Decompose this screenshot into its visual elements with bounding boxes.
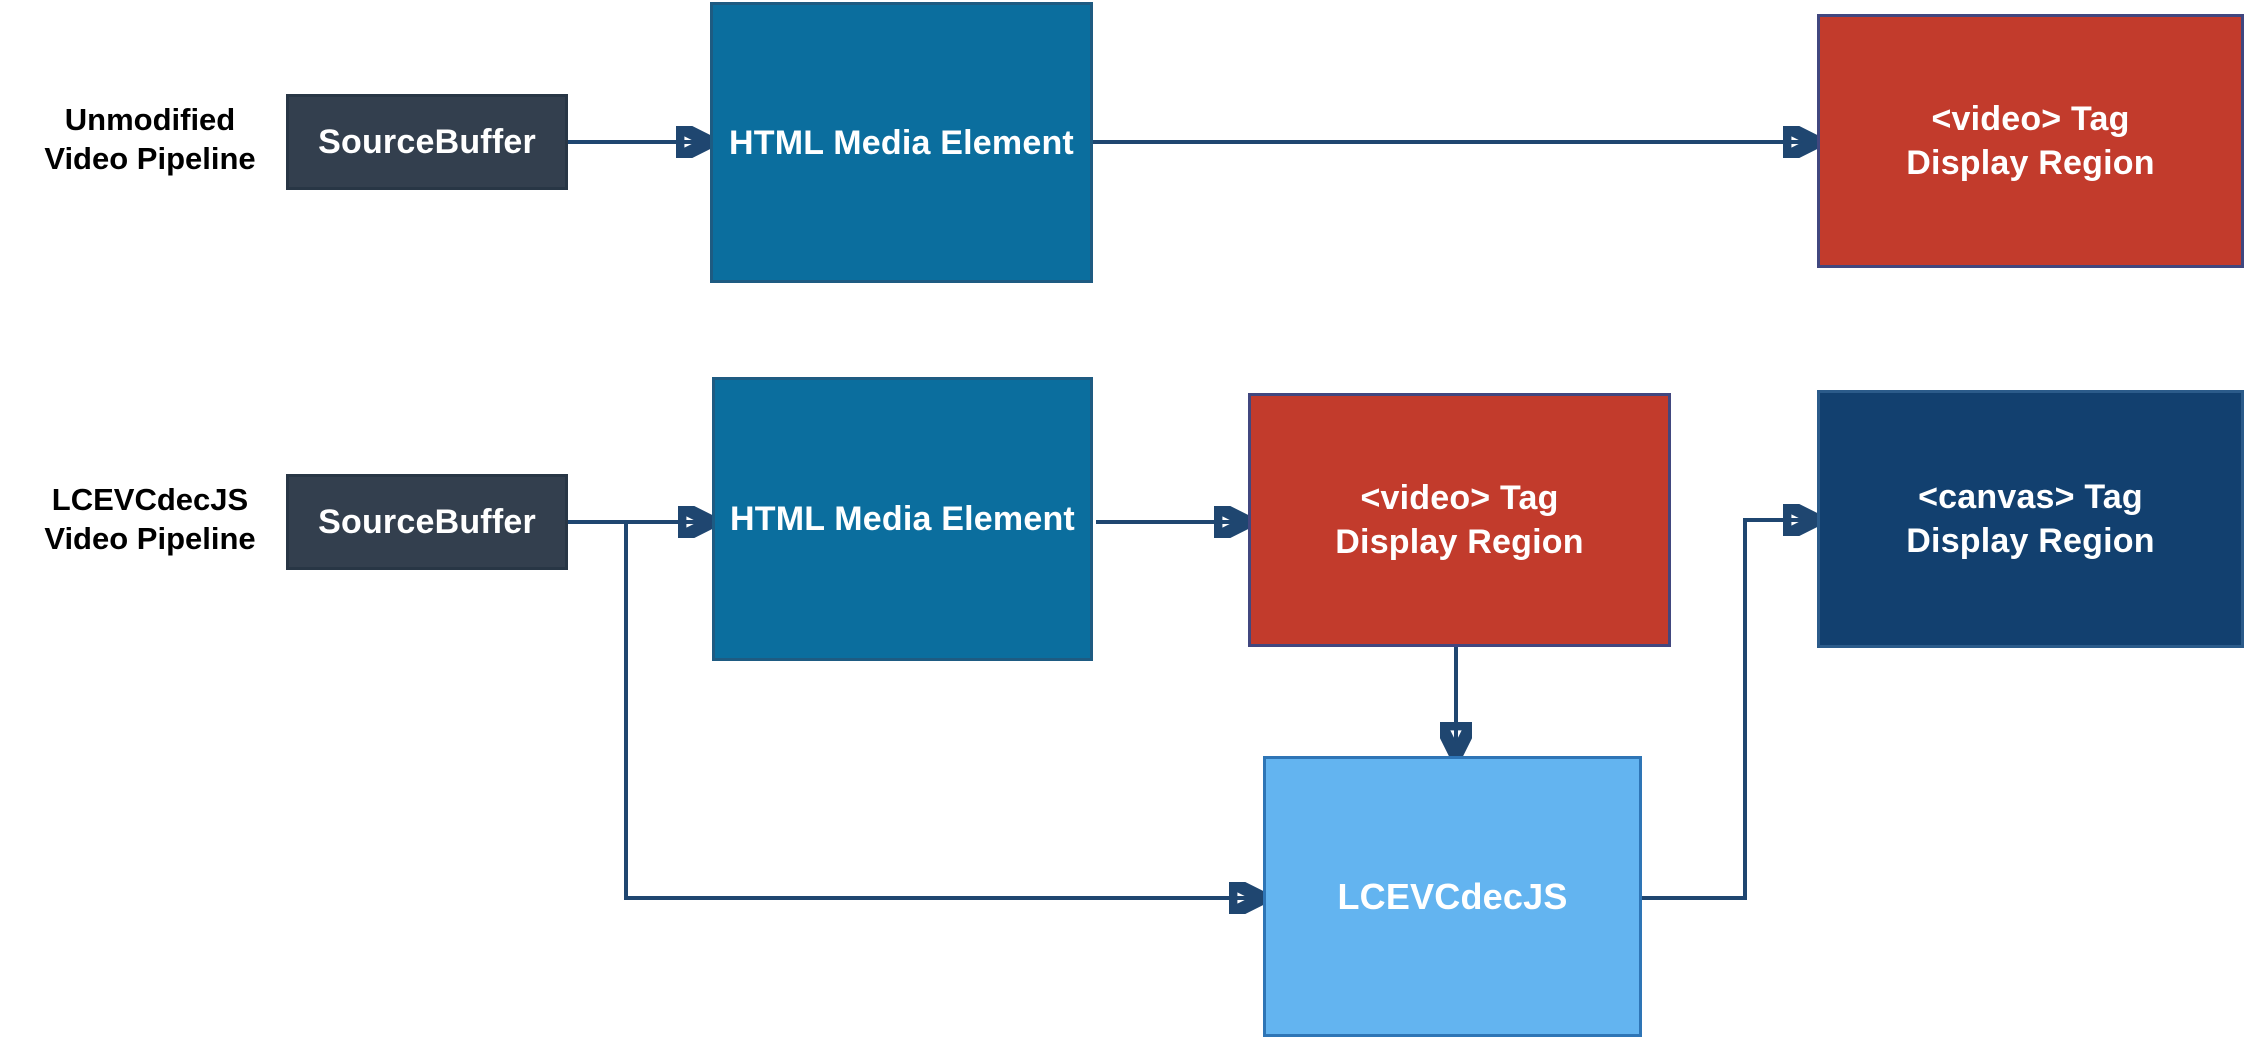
node-label-line1: <canvas> Tag bbox=[1918, 478, 2143, 516]
node-label: LCEVCdecJS bbox=[1337, 875, 1568, 917]
row-label-lcevcdecjs-pipeline: LCEVCdecJS Video Pipeline bbox=[0, 480, 300, 558]
node-canvas-tag-display-region: <canvas> Tag Display Region bbox=[1817, 390, 2244, 648]
node-label: SourceBuffer bbox=[318, 123, 536, 161]
row-label-unmodified-pipeline: Unmodified Video Pipeline bbox=[0, 100, 300, 178]
node-label-line1: <video> Tag bbox=[1360, 479, 1559, 517]
node-label: HTML Media Element bbox=[729, 123, 1074, 162]
node-html-media-element-unmodified: HTML Media Element bbox=[710, 2, 1093, 283]
node-label: HTML Media Element bbox=[730, 500, 1075, 538]
node-label-line1: <video> Tag bbox=[1931, 100, 2130, 138]
node-sourcebuffer-unmodified: SourceBuffer bbox=[286, 94, 568, 190]
node-video-tag-display-region-unmodified: <video> Tag Display Region bbox=[1817, 14, 2244, 268]
row-label-line1: Unmodified bbox=[64, 102, 236, 137]
node-label-line2: Display Region bbox=[1906, 522, 2155, 560]
node-html-media-element-lcevc: HTML Media Element bbox=[712, 377, 1093, 661]
node-label: SourceBuffer bbox=[318, 503, 536, 541]
node-label-line2: Display Region bbox=[1335, 523, 1584, 561]
node-lcevcdecjs-decoder: LCEVCdecJS bbox=[1263, 756, 1642, 1037]
row-label-line1: LCEVCdecJS bbox=[51, 482, 249, 517]
node-sourcebuffer-lcevc: SourceBuffer bbox=[286, 474, 568, 570]
node-label-line2: Display Region bbox=[1906, 144, 2155, 182]
row-label-line2: Video Pipeline bbox=[44, 141, 256, 176]
node-video-tag-display-region-lcevc: <video> Tag Display Region bbox=[1248, 393, 1671, 647]
row-label-line2: Video Pipeline bbox=[44, 521, 256, 556]
